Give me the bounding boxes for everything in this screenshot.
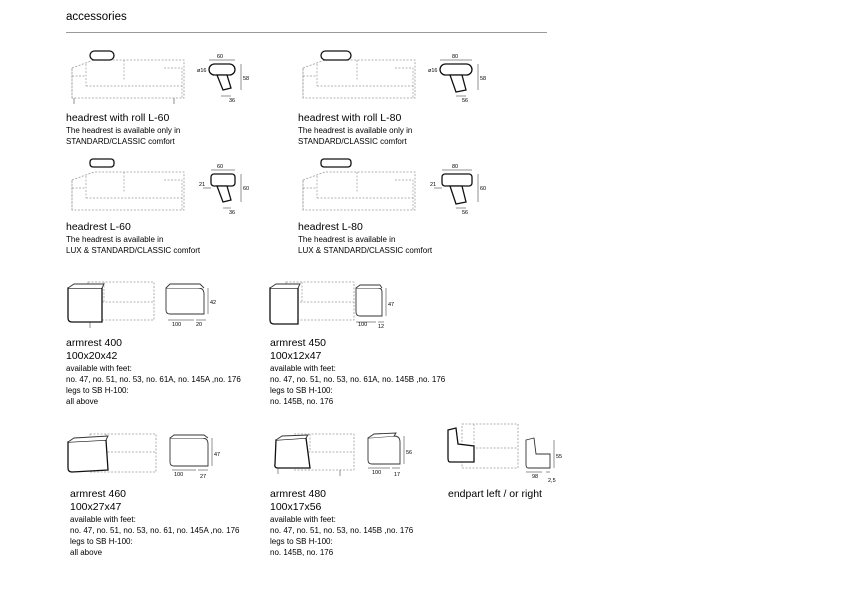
- dim-label: 17: [394, 472, 400, 478]
- item-heading: armrest 400: [66, 337, 123, 349]
- item-line: The headrest is available only in: [66, 126, 181, 135]
- dim-label: 36: [229, 98, 235, 104]
- endpart-sofa-drawing: [447, 423, 519, 469]
- armrest-450-part-drawing: 47 100 12: [355, 284, 394, 330]
- endpart-part-drawing: 55 98 2,5: [525, 437, 562, 484]
- dim-label: 58: [480, 76, 486, 82]
- armrest-480-sofa-drawing: [274, 433, 355, 476]
- item-line: legs to SB H-100:: [270, 537, 333, 546]
- item-line: available with feet:: [66, 364, 132, 373]
- item-heading: headrest with roll L-80: [298, 112, 402, 124]
- sofa-headrest-roll-60-drawing: [71, 50, 185, 104]
- item-size: 100x27x47: [70, 501, 122, 513]
- dim-label: ø16: [428, 68, 437, 74]
- item-heading: armrest 450: [270, 337, 327, 349]
- dim-label: 80: [452, 164, 458, 170]
- item-size: 100x17x56: [270, 501, 322, 513]
- item-line: all above: [70, 548, 103, 557]
- dim-label: 55: [556, 454, 562, 460]
- title-divider: [66, 32, 547, 33]
- item-line: no. 47, no. 51, no. 53, no. 61A, no. 145…: [270, 375, 446, 384]
- dim-label: 60: [217, 54, 223, 60]
- sofa-headrest-80-drawing: [302, 158, 416, 211]
- item-line: legs to SB H-100:: [66, 386, 129, 395]
- item-line: LUX & STANDARD/CLASSIC comfort: [298, 246, 433, 255]
- dim-label: 36: [229, 210, 235, 216]
- sofa-headrest-60-drawing: [71, 158, 185, 211]
- dim-label: ø16: [197, 68, 206, 74]
- armrest-400-sofa-drawing: [67, 281, 155, 328]
- item-line: legs to SB H-100:: [70, 537, 133, 546]
- headrest-80-profile: 80 21 60 56: [430, 164, 486, 216]
- item-line: available with feet:: [270, 515, 336, 524]
- dim-label: 21: [199, 182, 205, 188]
- item-heading: endpart left / or right: [448, 488, 542, 500]
- item-line: no. 47, no. 51, no. 53, no. 61A, no. 145…: [66, 375, 241, 384]
- dim-label: 100: [372, 470, 381, 476]
- item-line: STANDARD/CLASSIC comfort: [298, 137, 407, 146]
- dim-label: 100: [358, 322, 367, 328]
- dim-label: 56: [462, 210, 468, 216]
- item-line: no. 47, no. 51, no. 53, no. 61, no. 145A…: [70, 526, 240, 535]
- armrest-460-sofa-drawing: [67, 433, 157, 473]
- dim-label: 56: [462, 98, 468, 104]
- dim-label: 56: [406, 450, 412, 456]
- item-line: available with feet:: [270, 364, 336, 373]
- dim-label: 47: [214, 452, 220, 458]
- item-size: 100x20x42: [66, 350, 118, 362]
- item-heading: headrest L-80: [298, 221, 363, 233]
- item-line: The headrest is available in: [298, 235, 396, 244]
- item-line: The headrest is available in: [66, 235, 164, 244]
- headrest-60-profile: 60 21 60 36: [199, 164, 249, 216]
- dim-label: 2,5: [548, 478, 556, 484]
- item-line: STANDARD/CLASSIC comfort: [66, 137, 175, 146]
- dim-label: 60: [217, 164, 223, 170]
- dim-label: 58: [243, 76, 249, 82]
- item-heading: armrest 480: [270, 488, 327, 500]
- armrest-480-part-drawing: 56 100 17: [367, 432, 412, 478]
- item-line: no. 145B, no. 176: [270, 397, 334, 406]
- dim-label: 60: [480, 186, 486, 192]
- dim-label: 21: [430, 182, 436, 188]
- dim-label: 80: [452, 54, 458, 60]
- headrest-roll-60-profile: 60 ø16 58 36: [197, 54, 249, 104]
- headrest-roll-80-profile: 80 ø16 58 56: [428, 54, 486, 104]
- item-line: no. 47, no. 51, no. 53, no. 145B ,no. 17…: [270, 526, 414, 535]
- item-line: legs to SB H-100:: [270, 386, 333, 395]
- item-line: LUX & STANDARD/CLASSIC comfort: [66, 246, 201, 255]
- dim-label: 60: [243, 186, 249, 192]
- item-line: available with feet:: [70, 515, 136, 524]
- page-title: accessories: [66, 11, 127, 23]
- item-line: no. 145B, no. 176: [270, 548, 334, 557]
- dim-label: 100: [174, 472, 183, 478]
- item-line: all above: [66, 397, 99, 406]
- item-heading: headrest with roll L-60: [66, 112, 170, 124]
- armrest-400-part-drawing: 42 100 20: [165, 283, 216, 328]
- dim-label: 12: [378, 324, 384, 330]
- armrest-460-part-drawing: 47 100 27: [169, 434, 220, 480]
- item-heading: headrest L-60: [66, 221, 131, 233]
- dim-label: 100: [172, 322, 181, 328]
- armrest-450-sofa-drawing: [269, 281, 355, 325]
- dim-label: 27: [200, 474, 206, 480]
- item-size: 100x12x47: [270, 350, 322, 362]
- dim-label: 98: [532, 474, 538, 480]
- dim-label: 20: [196, 322, 202, 328]
- item-line: The headrest is available only in: [298, 126, 413, 135]
- dim-label: 42: [210, 300, 216, 306]
- item-heading: armrest 460: [70, 488, 127, 500]
- sofa-headrest-roll-80-drawing: [302, 50, 416, 99]
- dim-label: 47: [388, 302, 394, 308]
